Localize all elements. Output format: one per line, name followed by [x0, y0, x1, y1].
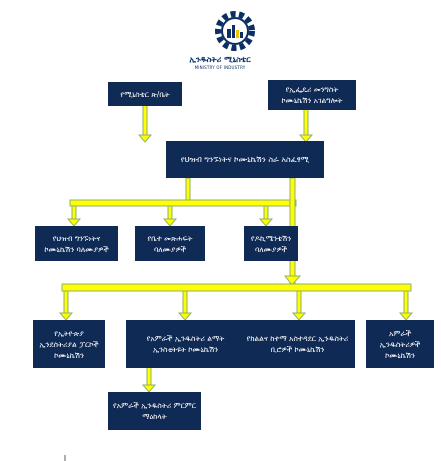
logo-subtitle: MINISTRY OF INDUSTRY: [194, 65, 246, 70]
minister-office-box: የሚኒስቴር ጽ/ቤት: [108, 82, 182, 106]
central-executive-box: የህዝብ ግንኙነትና ኮሙኒኬሽን ስራ አስፈፃሚ: [166, 141, 324, 178]
industrial-parks-communication-box: የኢትዮጵያ ኢንደስትሪያል ፓርኮች ኮሙኒኬሽን: [33, 320, 105, 368]
library-experts-box: የቤተ መጽሐፍት ባለሙያዎች: [135, 226, 205, 261]
manufacturers-communication-box: አምራች ኢንዱስትሪዎች ኮሙኒኬሽን: [366, 320, 434, 368]
ministry-gear-logo: [215, 11, 255, 51]
public-relations-experts-box: የህዝብ ግንኙነትና ኮሙኒኬሽን ባለሙያዎች: [35, 226, 118, 261]
logo-title: ኢንዱስትሪ ሚኒስቴር: [189, 55, 251, 64]
federal-gov-communication-box: የኢፌዴሪ መንግስት ኮሙኒኬሽን አገልግሎት: [268, 80, 356, 110]
dev-institutes-communication-box: የአምራች ኢንዱስትሪ ልማት ኢንስቲትዩት ኮሙኒኬሽን: [126, 320, 245, 368]
documentation-experts-box: የዶኪሜንቴሽን ባለሙያዎች: [244, 226, 298, 261]
city-bureaus-communication-box: የክልልና ከተማ አስተዳደር ኢንዱስትሪ ቢሮዎች ኮሙኒኬሽን: [240, 320, 355, 368]
research-center-box: የአምራች ኢንዱስትሪ ምርምር ማዕከላት: [108, 392, 201, 430]
